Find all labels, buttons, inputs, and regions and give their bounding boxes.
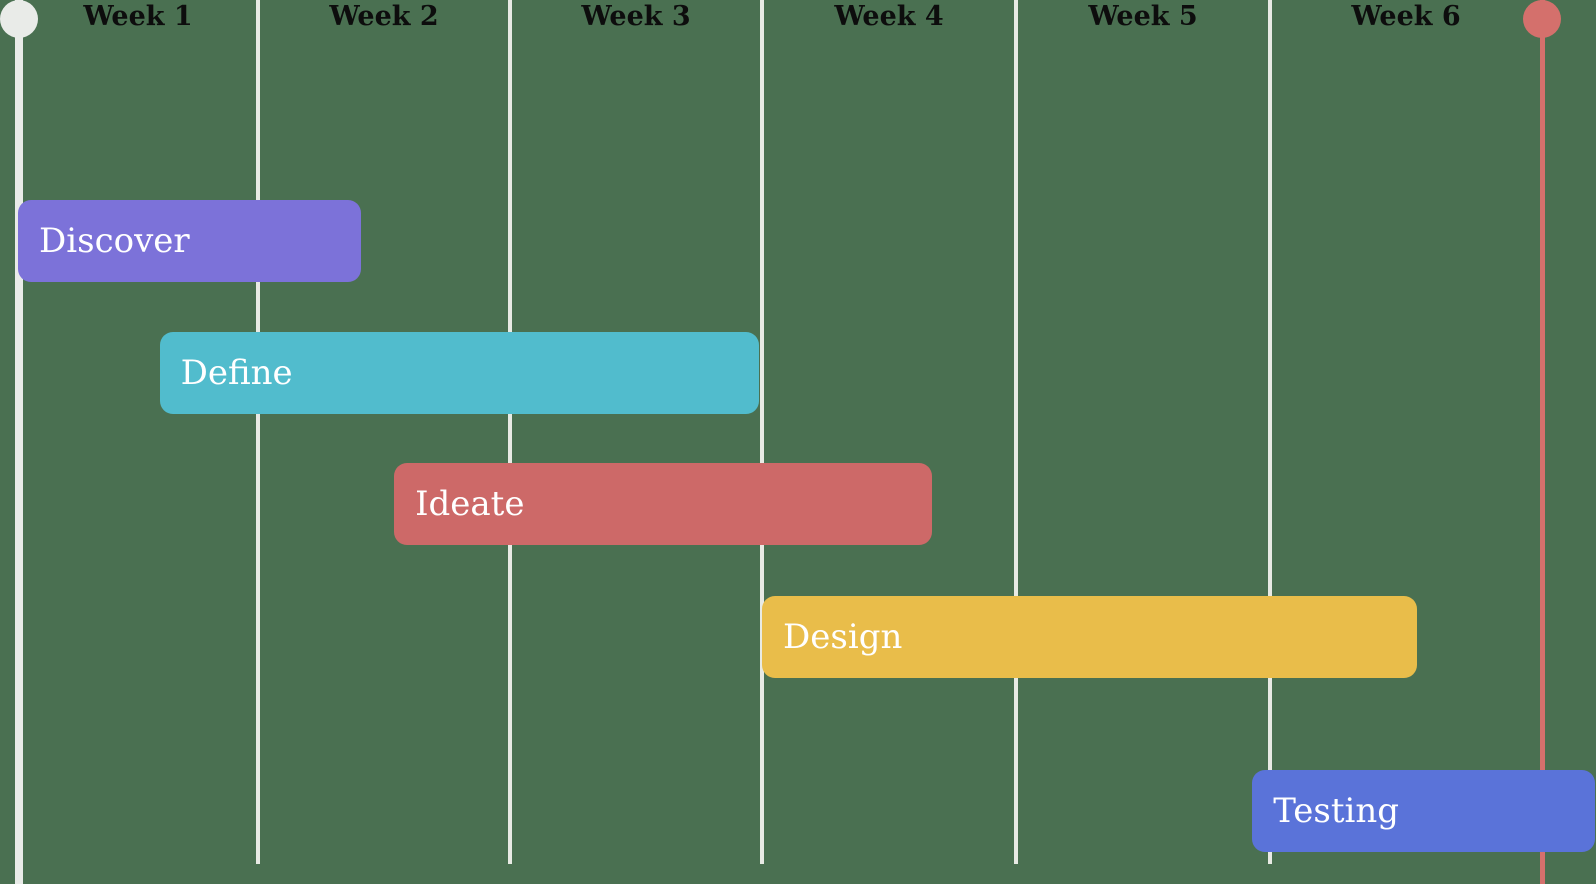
week-label-2: Week 2 xyxy=(329,1,439,32)
task-label: Ideate xyxy=(415,484,525,524)
week-label-6: Week 6 xyxy=(1351,1,1461,32)
task-bar-discover[interactable]: Discover xyxy=(18,200,362,282)
task-bar-design[interactable]: Design xyxy=(762,596,1417,678)
timeline-end-line xyxy=(1540,0,1545,884)
timeline-end-circle-icon xyxy=(1523,0,1561,38)
week-label-3: Week 3 xyxy=(581,1,691,32)
week-gridline-2 xyxy=(508,0,512,864)
week-gridline-1 xyxy=(256,0,260,864)
task-bar-define[interactable]: Define xyxy=(159,332,760,414)
week-label-4: Week 4 xyxy=(834,1,944,32)
task-label: Testing xyxy=(1273,791,1400,831)
week-label-1: Week 1 xyxy=(83,1,193,32)
task-bar-ideate[interactable]: Ideate xyxy=(394,463,933,545)
timeline-start-circle-icon xyxy=(0,0,38,38)
task-label: Design xyxy=(783,617,903,657)
week-label-5: Week 5 xyxy=(1088,1,1198,32)
week-gridline-3 xyxy=(760,0,764,864)
week-gridline-4 xyxy=(1014,0,1018,864)
task-label: Discover xyxy=(39,221,190,261)
task-bar-testing[interactable]: Testing xyxy=(1252,770,1596,852)
week-gridline-5 xyxy=(1268,0,1272,864)
task-label: Define xyxy=(180,353,293,393)
timeline-start-line xyxy=(15,0,23,884)
